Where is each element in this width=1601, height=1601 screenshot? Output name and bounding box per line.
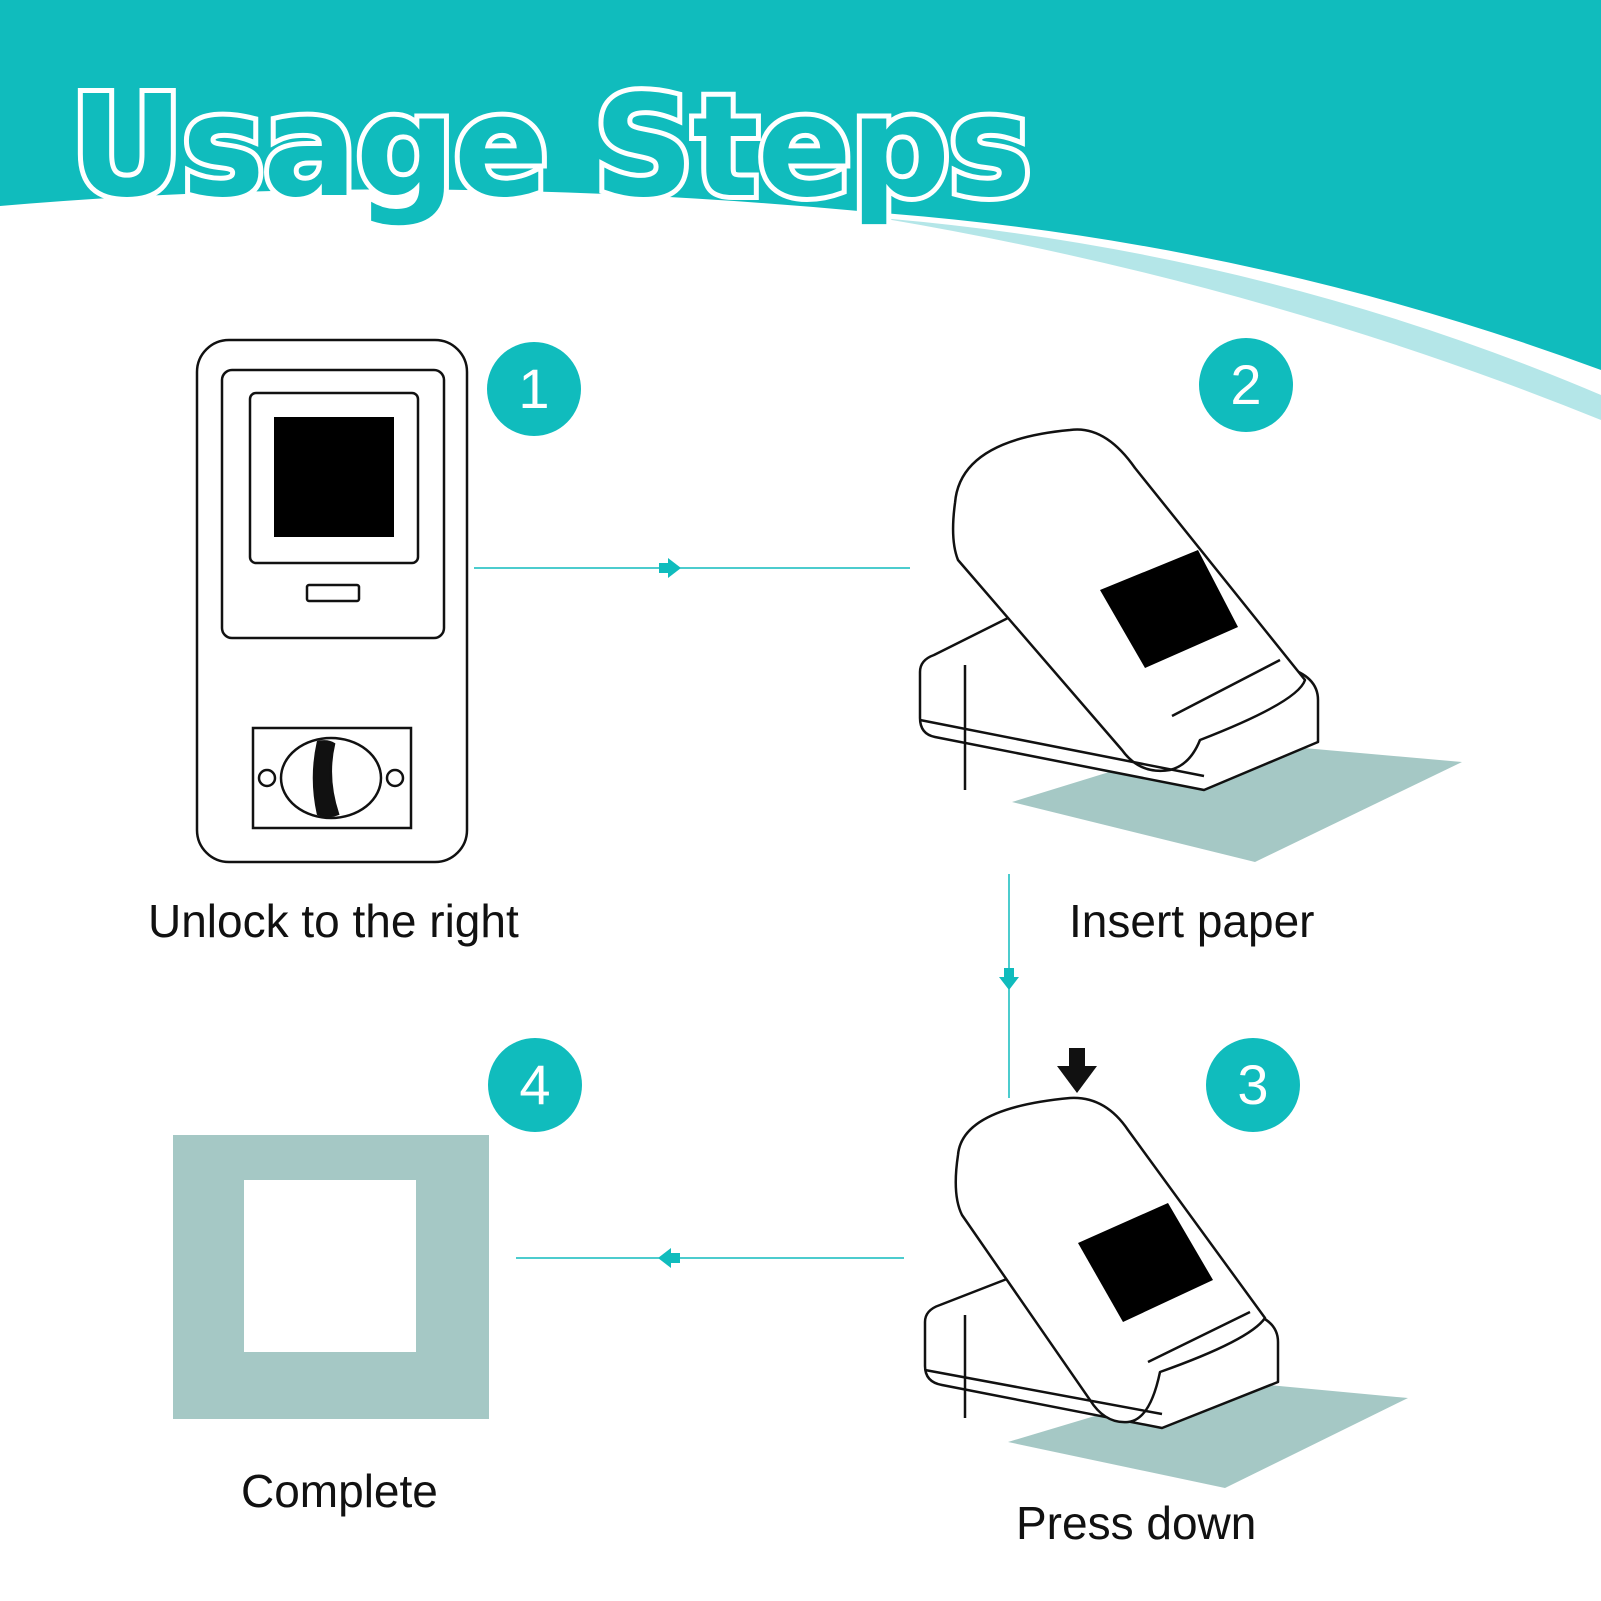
punch-side-view — [918, 428, 1462, 862]
step-4-badge: 4 — [488, 1038, 582, 1132]
step-3-caption: Press down — [1016, 1497, 1257, 1549]
arrow-right-icon — [474, 558, 910, 578]
punch-side-view-pressed — [923, 1096, 1408, 1488]
step-2-badge: 2 — [1199, 338, 1293, 432]
punch-unit-top-view — [195, 338, 469, 864]
step-1-caption: Unlock to the right — [148, 895, 519, 947]
arrow-down-icon — [999, 874, 1019, 1098]
arrow-left-icon — [516, 1248, 904, 1268]
step-3-badge: 3 — [1206, 1038, 1300, 1132]
step-4-caption: Complete — [241, 1465, 438, 1517]
punched-paper-icon — [173, 1135, 489, 1419]
header-banner — [0, 0, 1601, 370]
step-1-badge: 1 — [487, 342, 581, 436]
step-2-caption: Insert paper — [1069, 895, 1315, 947]
page-title: Usage Steps — [65, 66, 1037, 229]
press-arrow-icon — [1057, 1048, 1097, 1093]
